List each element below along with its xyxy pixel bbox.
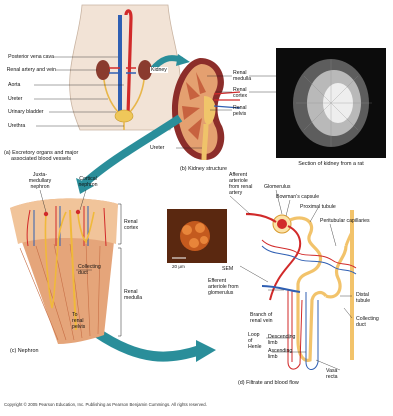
label-distal-2: tubule (356, 298, 370, 304)
caption-rat-kidney: Section of kidney from a rat (276, 161, 386, 167)
arrow-c-to-d (96, 332, 200, 357)
label-peritubular-capillaries: Peritubular capillaries (320, 218, 370, 224)
label-posterior-vena-cava: Posterior vena cava (4, 54, 54, 60)
label-c-renal-medulla-2: medulla (124, 295, 142, 301)
label-glomerulus: Glomerulus (264, 184, 291, 190)
label-scale-bar: 20 μm (172, 264, 185, 270)
caption-c: (c) Nephron (10, 348, 38, 354)
label-kidney: Kidney (150, 67, 168, 73)
label-urethra: Urethra (8, 123, 25, 129)
panel-b-kidney (172, 58, 286, 160)
label-loop-3: Henle (248, 344, 262, 350)
label-renal-medulla-2: medulla (233, 76, 251, 82)
label-to-pelvis-3: pelvis (72, 324, 85, 330)
label-branch-renal-vein-2: renal vein (250, 318, 273, 324)
label-urinary-bladder: Urinary bladder (8, 109, 43, 115)
label-renal-artery-vein: Renal artery and vein (4, 67, 56, 73)
label-ureter-a: Ureter (8, 96, 22, 102)
label-ascending-2: limb (268, 354, 278, 360)
label-afferent-4: artery (229, 190, 242, 196)
label-juxta-3: nephron (26, 184, 54, 190)
label-cortical-2: nephron (74, 182, 102, 188)
caption-b: (b) Kidney structure (180, 166, 227, 172)
label-descending-2: limb (268, 340, 278, 346)
label-sem: SEM (222, 266, 233, 272)
label-d-collecting-2: duct (356, 322, 366, 328)
label-proximal-tubule: Proximal tubule (300, 204, 336, 210)
label-renal-pelvis-2: pelvis (233, 111, 246, 117)
label-efferent-3: glomerulus (208, 290, 233, 296)
copyright-notice: Copyright © 2005 Pearson Education, Inc.… (4, 402, 207, 407)
label-renal-cortex-2: cortex (233, 93, 247, 99)
label-c-collecting-2: duct (78, 270, 88, 276)
caption-a-line2: associated blood vessels (11, 156, 71, 162)
rat-kidney-photo (276, 48, 386, 158)
label-aorta: Aorta (8, 82, 20, 88)
panel-c-wedge (10, 190, 121, 344)
panel-d-nephron (167, 190, 356, 370)
label-bowmans-capsule: Bowman’s capsule (276, 194, 319, 200)
label-ureter-b: Ureter (150, 145, 164, 151)
caption-d: (d) Filtrate and blood flow (238, 380, 299, 386)
label-c-renal-cortex-2: cortex (124, 225, 138, 231)
label-vasa-2: recta (326, 374, 338, 380)
